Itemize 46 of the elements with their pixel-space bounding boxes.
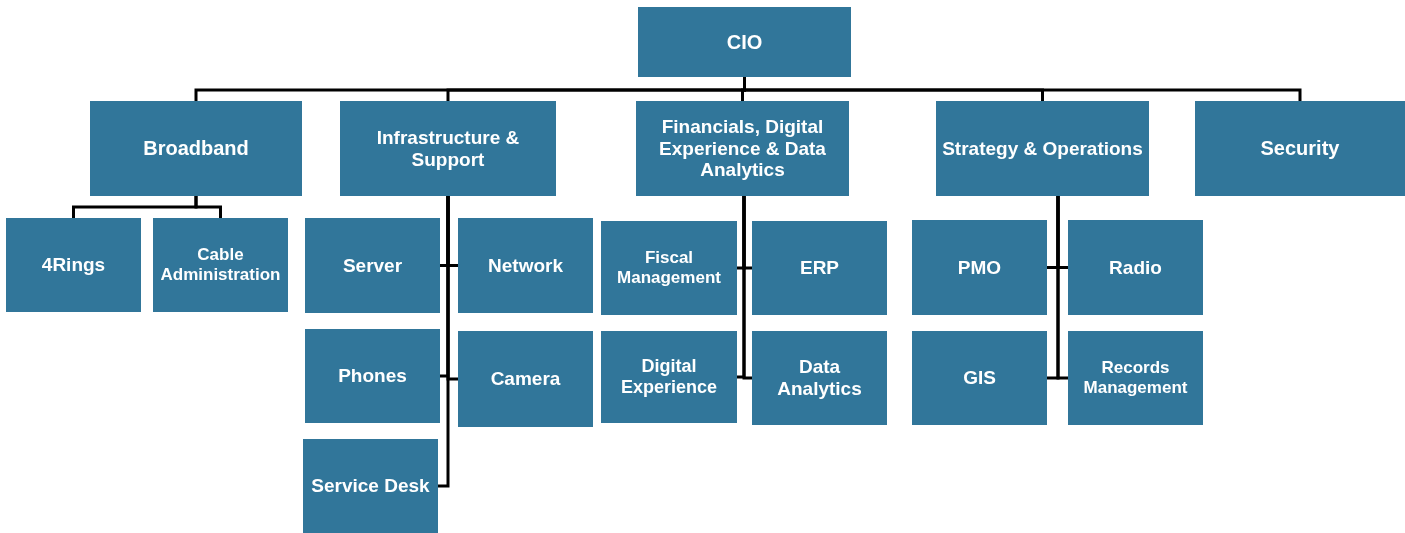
org-box — [601, 331, 737, 423]
box-label: PMO — [957, 256, 1002, 279]
box-label: Digital Experience — [619, 356, 719, 398]
box-label: Service Desk — [311, 475, 430, 497]
org-box — [1068, 220, 1203, 315]
connector-line — [438, 196, 450, 488]
box-label: Security — [1260, 137, 1340, 160]
org-box — [340, 101, 556, 196]
connector-line — [194, 196, 222, 218]
org-box — [303, 439, 438, 533]
org-box — [458, 218, 593, 313]
box-label: GIS — [963, 367, 996, 389]
connector-line — [742, 196, 752, 380]
box-label: Radio — [1109, 256, 1162, 279]
org-box — [6, 218, 141, 312]
box-label: CIO — [726, 30, 763, 54]
box-label: Network — [488, 254, 563, 277]
org-box — [1068, 331, 1203, 425]
org-box — [153, 218, 288, 312]
org-box — [1195, 101, 1405, 196]
org-box — [912, 331, 1047, 425]
org-box — [458, 331, 593, 427]
org-box — [936, 101, 1149, 196]
box-label: Records Management — [1082, 358, 1189, 398]
box-label: Data Analytics — [776, 356, 863, 400]
org-box — [601, 221, 737, 315]
org-box — [752, 221, 887, 315]
org-box — [752, 331, 887, 425]
box-label: Strategy & Operations — [942, 137, 1143, 160]
org-box — [305, 218, 440, 313]
connector-line — [1056, 196, 1068, 380]
org-box — [636, 101, 849, 196]
org-box — [90, 101, 302, 196]
box-label: Camera — [490, 368, 561, 390]
org-box — [912, 220, 1047, 315]
box-label: ERP — [799, 257, 840, 279]
box-label: Server — [342, 254, 403, 277]
box-label: Fiscal Management — [616, 248, 722, 288]
org-box — [305, 329, 440, 423]
box-label: Cable Administration — [159, 245, 282, 285]
box-label: Infrastructure & Support — [375, 126, 521, 171]
box-label: Financials, Digital Experience & Data Analytics — [658, 115, 827, 182]
box-label: Broadband — [143, 137, 249, 160]
box-label: 4Rings — [41, 254, 106, 276]
org-box — [638, 7, 851, 77]
box-label: Phones — [338, 365, 407, 387]
